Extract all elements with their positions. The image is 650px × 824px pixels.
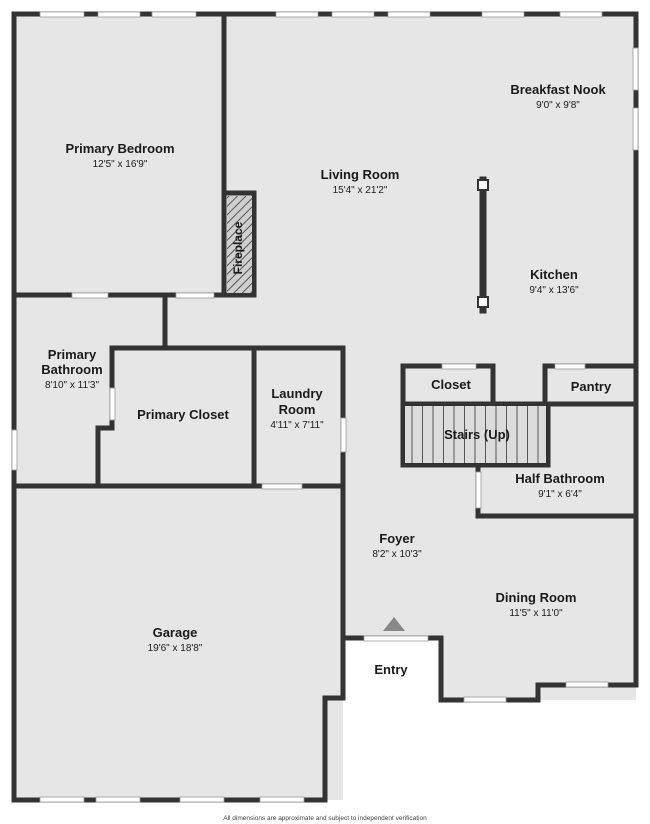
primary-bathroom-name-line1: Primary bbox=[48, 347, 97, 362]
closet-name: Closet bbox=[431, 377, 471, 392]
living-room-name: Living Room bbox=[321, 167, 400, 182]
laundry-room-dims: 4'11" x 7'11" bbox=[270, 420, 324, 431]
pantry-name: Pantry bbox=[571, 379, 612, 394]
disclaimer-footnote: All dimensions are approximate and subje… bbox=[223, 815, 427, 822]
dining-room-name: Dining Room bbox=[496, 590, 577, 605]
island-fixture bbox=[477, 296, 489, 308]
kitchen-dims: 9'4" x 13'6" bbox=[529, 285, 579, 296]
primary-closet-name: Primary Closet bbox=[137, 407, 229, 422]
laundry-room-name-line2: Room bbox=[279, 402, 316, 417]
breakfast-nook-dims: 9'0" x 9'8" bbox=[536, 100, 580, 111]
fireplace-label: Fireplace bbox=[231, 221, 245, 274]
half-bathroom-dims: 9'1" x 6'4" bbox=[538, 489, 582, 500]
primary-bathroom-dims: 8'10" x 11'3" bbox=[45, 380, 100, 391]
kitchen-name: Kitchen bbox=[530, 267, 578, 282]
dining-room-dims: 11'5" x 11'0" bbox=[509, 608, 563, 619]
garage-dims: 19'6" x 18'8" bbox=[148, 643, 203, 654]
laundry-room-name-line1: Laundry bbox=[271, 386, 323, 401]
fireplace-hatch bbox=[227, 196, 252, 293]
garage-name: Garage bbox=[153, 625, 198, 640]
room-labels: Primary Bedroom 12'5" x 16'9" Living Roo… bbox=[41, 82, 612, 677]
stairs-name: Stairs (Up) bbox=[444, 427, 510, 442]
foyer-dims: 8'2" x 10'3" bbox=[372, 549, 422, 560]
living-room-dims: 15'4" x 21'2" bbox=[333, 185, 388, 196]
entry-arrow-icon bbox=[383, 617, 405, 631]
primary-bedroom-dims: 12'5" x 16'9" bbox=[93, 159, 148, 170]
foyer-name: Foyer bbox=[379, 531, 414, 546]
windows bbox=[11, 11, 639, 803]
fireplace: Fireplace bbox=[227, 196, 252, 293]
primary-bedroom-name: Primary Bedroom bbox=[65, 141, 174, 156]
stairs-treads bbox=[405, 406, 546, 463]
primary-bathroom-name-line2: Bathroom bbox=[41, 362, 102, 377]
entry-label: Entry bbox=[374, 662, 408, 677]
doors bbox=[71, 292, 586, 642]
half-bathroom-name: Half Bathroom bbox=[515, 471, 605, 486]
island-fixture bbox=[477, 179, 489, 191]
breakfast-nook-name: Breakfast Nook bbox=[510, 82, 606, 97]
